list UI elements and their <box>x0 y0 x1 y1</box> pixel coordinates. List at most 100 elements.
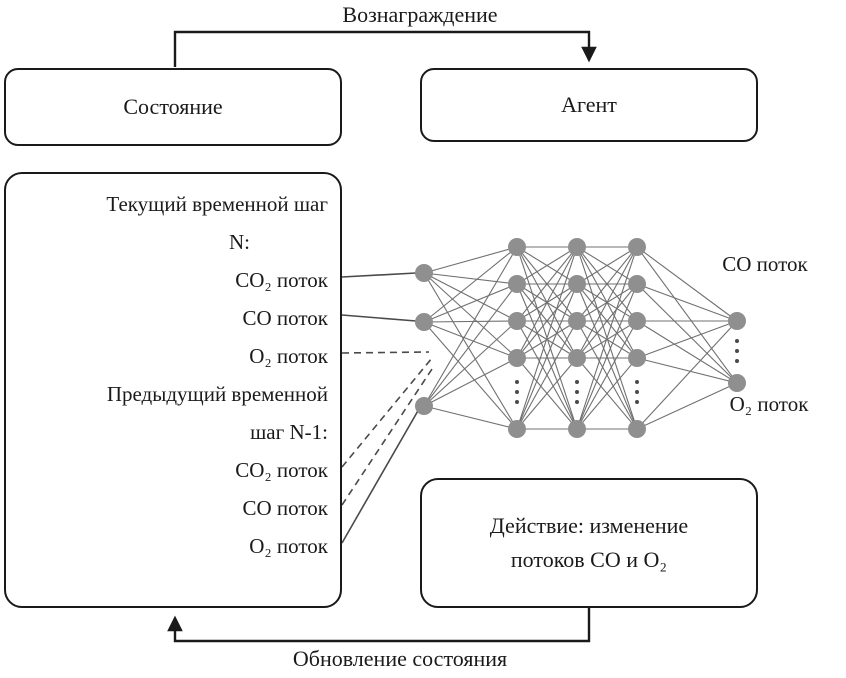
nn-edge <box>423 321 518 430</box>
reward-label: Вознаграждение <box>342 2 498 27</box>
nn-node <box>568 275 586 293</box>
nn-edge <box>576 246 638 285</box>
nn-node <box>628 420 646 438</box>
nn-node <box>568 238 586 256</box>
connector-current-co <box>341 314 417 322</box>
state-update-arrow <box>167 608 591 643</box>
vertical-ellipsis-dot <box>635 380 639 384</box>
agent-box: Агент <box>420 68 758 142</box>
action-box-text-line2: потоков CO и O₂ <box>510 547 668 572</box>
nn-edge <box>576 246 638 430</box>
nn-edge <box>576 320 638 430</box>
vertical-ellipsis-dot <box>735 339 739 343</box>
vertical-ellipsis-dot <box>735 359 739 363</box>
nn-edge <box>576 246 638 359</box>
nn-edge <box>516 246 578 430</box>
previous-step-header-line2: шаг N-1: <box>250 420 328 444</box>
nn-edge <box>576 246 638 322</box>
nn-edge <box>423 246 518 274</box>
nn-edge <box>423 320 518 323</box>
reward-arrow <box>173 30 597 67</box>
input-connector-lines <box>341 272 435 544</box>
nn-edge <box>516 283 578 359</box>
nn-edge <box>576 357 638 430</box>
nn-edge <box>516 246 578 359</box>
current-co2-flow-label: CO₂ поток <box>235 268 328 292</box>
nn-edge <box>576 283 638 359</box>
nn-edge <box>636 246 738 322</box>
nn-node <box>628 312 646 330</box>
nn-edge <box>423 246 518 407</box>
nn-edge <box>423 246 518 323</box>
nn-node <box>628 275 646 293</box>
nn-node <box>728 312 746 330</box>
nn-edge <box>636 283 738 384</box>
vertical-ellipsis-dot <box>575 400 579 404</box>
nn-edge <box>636 320 738 384</box>
current-step-header-line1: Текущий временной шаг <box>106 192 328 216</box>
nn-edge <box>423 283 518 407</box>
nn-node <box>508 238 526 256</box>
vertical-ellipsis-dot <box>515 390 519 394</box>
action-box: Действие: изменение потоков CO и O₂ <box>420 478 758 608</box>
nn-edge <box>636 283 738 322</box>
nn-edge <box>516 283 578 430</box>
connector-current-o2 <box>341 351 430 354</box>
nn-edge <box>516 320 578 430</box>
nn-edge <box>423 320 518 407</box>
nn-node <box>568 420 586 438</box>
previous-co2-flow-label: CO₂ поток <box>235 458 328 482</box>
nn-edge <box>423 321 518 359</box>
nn-edge <box>576 283 638 430</box>
nn-edge <box>636 382 738 430</box>
nn-node <box>508 420 526 438</box>
vertical-ellipsis-dot <box>735 349 739 353</box>
action-box-text-line1: Действие: изменение <box>489 513 689 538</box>
vertical-ellipsis-dot <box>575 380 579 384</box>
current-co-flow-label: CO поток <box>242 306 329 330</box>
vertical-ellipsis-dot <box>515 400 519 404</box>
nn-edge <box>423 357 518 407</box>
nn-node <box>415 313 433 331</box>
nn-node <box>508 349 526 367</box>
vertical-ellipsis-dot <box>635 390 639 394</box>
nn-edge <box>516 357 578 430</box>
state-details-box: Текущий временной шаг N: CO₂ поток CO по… <box>4 172 342 608</box>
current-step-header-line2: N: <box>229 230 250 254</box>
vertical-ellipsis-dot <box>515 380 519 384</box>
nn-node <box>508 312 526 330</box>
nn-node <box>728 374 746 392</box>
connector-current-co2 <box>341 272 417 278</box>
connector-previous-o2 <box>341 408 420 544</box>
nn-edge <box>423 283 518 323</box>
nn-edge <box>636 246 738 384</box>
nn-output-co-label: CO поток <box>722 252 808 276</box>
nn-node <box>568 312 586 330</box>
neural-network <box>415 238 746 438</box>
current-o2-flow-label: O₂ поток <box>249 344 328 368</box>
nn-edge <box>423 272 518 430</box>
nn-node <box>628 238 646 256</box>
state-update-label: Обновление состояния <box>292 646 508 671</box>
nn-edge <box>423 405 518 430</box>
connector-previous-co <box>341 365 435 506</box>
nn-node <box>415 397 433 415</box>
nn-edge <box>516 246 578 322</box>
nn-edge <box>636 320 738 430</box>
nn-node <box>568 349 586 367</box>
vertical-ellipsis-dot <box>635 400 639 404</box>
nn-output-o2-label: O₂ поток <box>729 392 809 416</box>
previous-o2-flow-label: O₂ поток <box>249 534 328 558</box>
state-box: Состояние <box>4 68 342 146</box>
previous-co-flow-label: CO поток <box>242 496 329 520</box>
nn-edge <box>423 272 518 322</box>
nn-edge <box>516 246 578 285</box>
state-box-title: Состояние <box>123 94 223 119</box>
nn-edge <box>423 272 518 359</box>
nn-edge <box>636 357 738 384</box>
nn-node <box>628 349 646 367</box>
nn-edge <box>423 272 518 285</box>
nn-node <box>508 275 526 293</box>
